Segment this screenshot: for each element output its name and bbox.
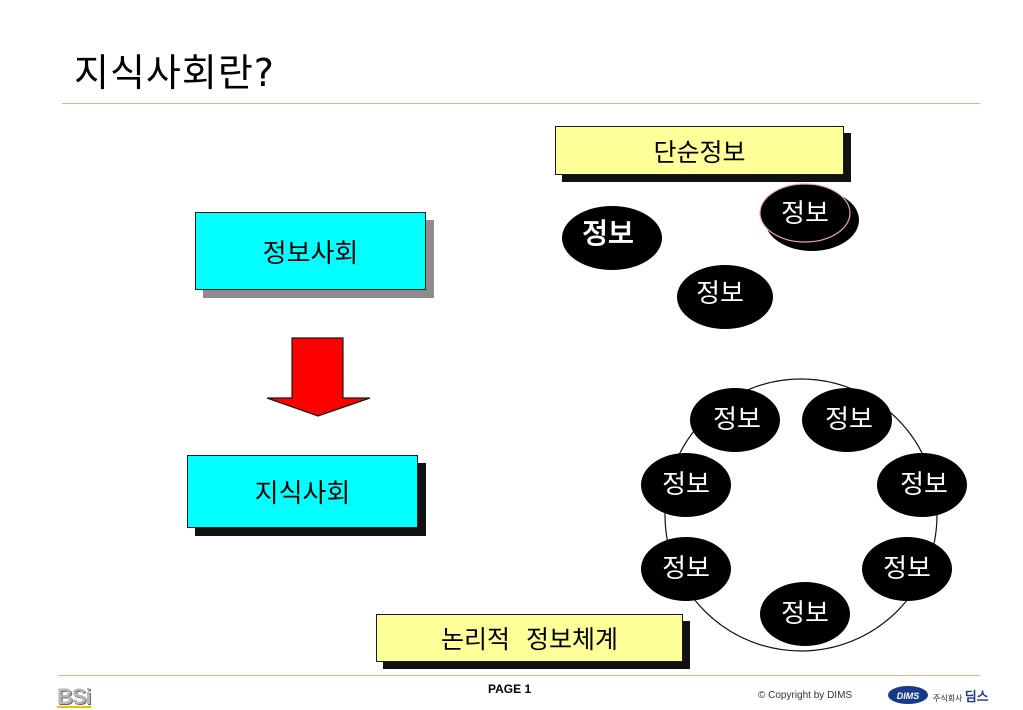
dims-logo-icon: DIMS: [888, 686, 928, 704]
logical-system-box: 논리적 정보체계: [376, 614, 683, 662]
info-ellipse: 정보: [562, 206, 662, 270]
svg-text:정보: 정보: [781, 599, 829, 629]
svg-text:정보: 정보: [883, 554, 931, 584]
knowledge-society-label: 지식사회: [254, 479, 351, 509]
info-ellipse: 정보: [759, 183, 859, 251]
info-society-box: 정보사회: [195, 212, 426, 290]
network-info-node: 정보: [690, 388, 780, 452]
bsi-logo: BSi: [57, 684, 92, 709]
copyright-text: © Copyright by DIMS: [758, 690, 853, 701]
svg-text:정보: 정보: [582, 217, 634, 250]
page-number: PAGE 1: [488, 682, 532, 696]
footer-divider: [58, 675, 980, 676]
network-info-node: 정보: [877, 453, 967, 517]
svg-text:정보: 정보: [713, 405, 761, 435]
network-info-node: 정보: [802, 388, 892, 452]
network-info-node: 정보: [862, 537, 952, 601]
info-society-label: 정보사회: [262, 238, 359, 269]
page-title: 지식사회란?: [74, 51, 275, 95]
network-info-node: 정보: [641, 537, 731, 601]
svg-text:정보: 정보: [900, 470, 948, 500]
svg-text:정보: 정보: [781, 199, 829, 229]
info-ellipse: 정보: [677, 265, 773, 329]
svg-text:정보: 정보: [825, 405, 873, 435]
simple-info-label: 단순정보: [653, 137, 746, 167]
svg-text:정보: 정보: [662, 554, 710, 584]
title-divider: [62, 103, 980, 104]
svg-text:DIMS: DIMS: [897, 691, 920, 701]
down-arrow-icon: [266, 337, 371, 417]
network-info-node: 정보: [641, 453, 731, 517]
network-info-node: 정보: [760, 582, 850, 646]
knowledge-society-box: 지식사회: [187, 455, 418, 528]
dims-company-name: 주식회사 딤스: [933, 689, 989, 704]
svg-text:정보: 정보: [662, 470, 710, 500]
svg-text:정보: 정보: [696, 279, 744, 309]
logical-system-label: 논리적 정보체계: [441, 625, 618, 654]
simple-info-box: 단순정보: [555, 126, 844, 175]
